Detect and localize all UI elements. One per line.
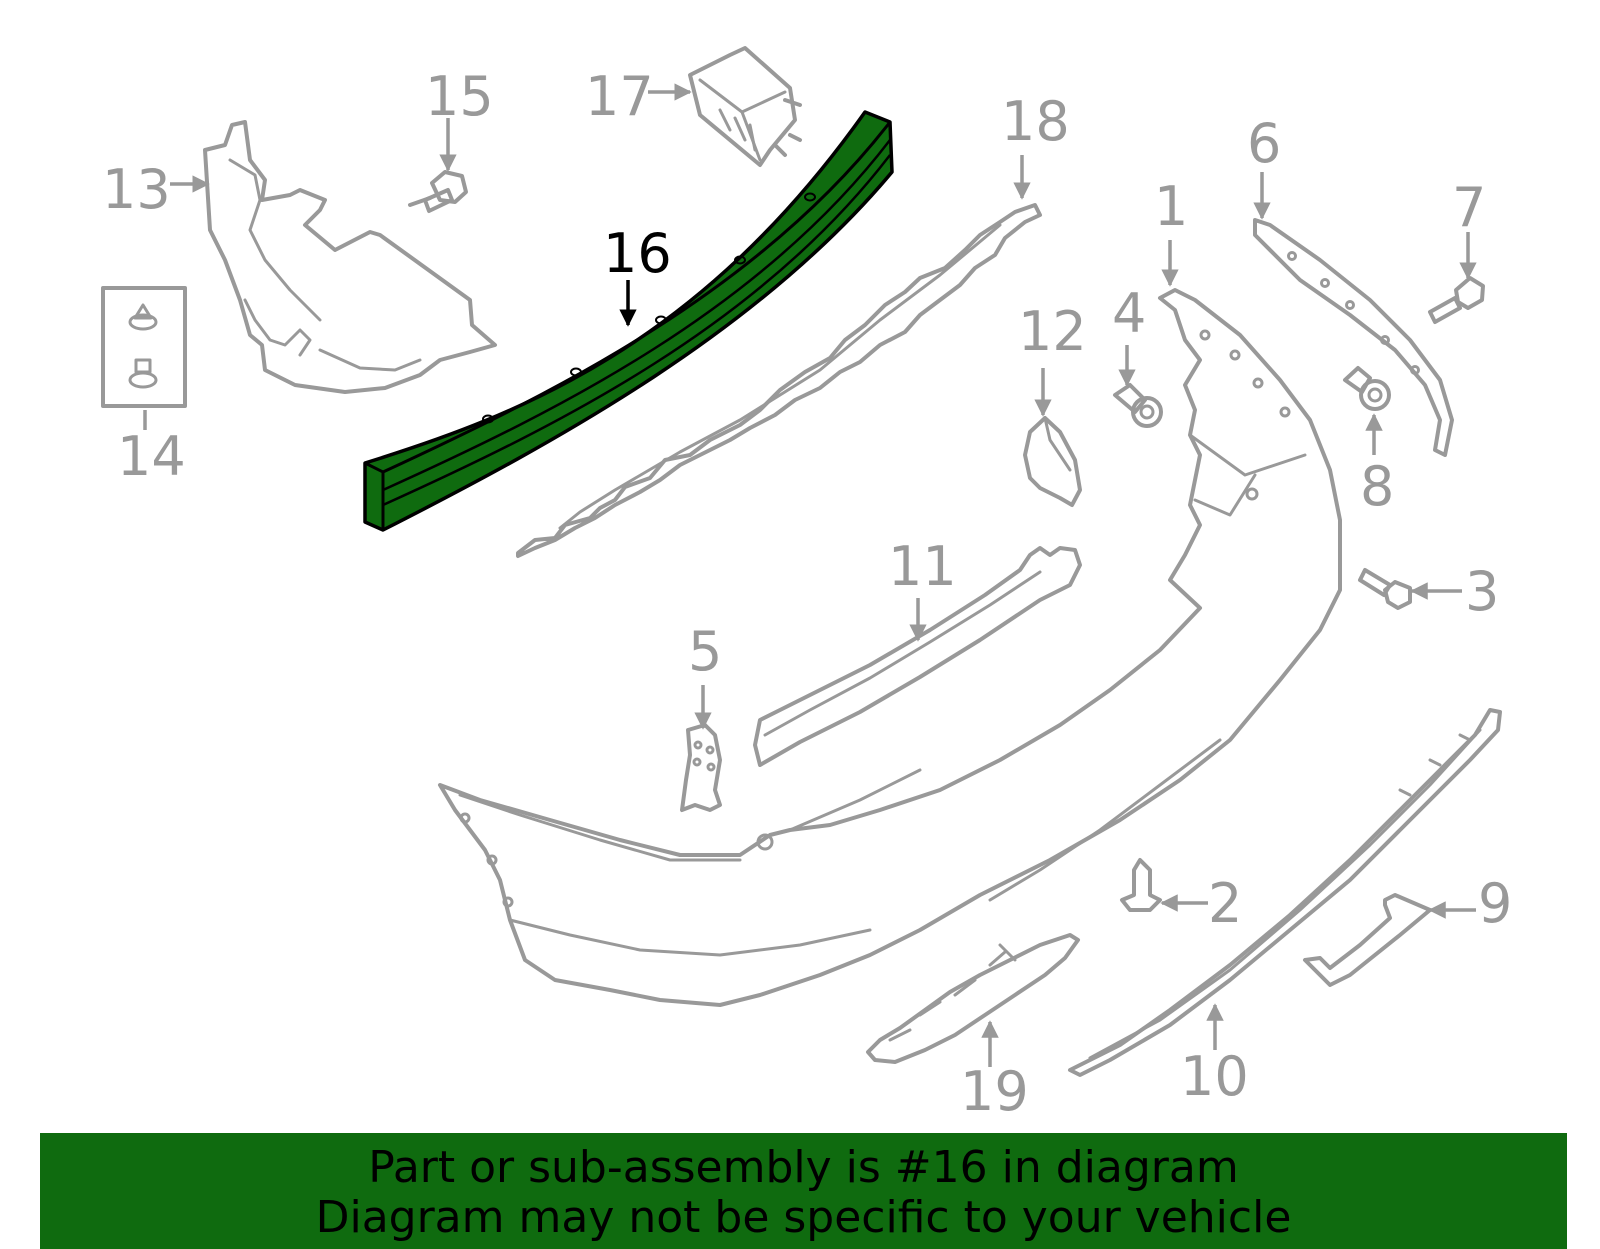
part-4-clip (1113, 383, 1163, 428)
callout-7: 7 (1452, 176, 1486, 239)
part-17-canister (688, 46, 802, 167)
callout-16: 16 (603, 222, 672, 285)
part-8-clip (1343, 366, 1391, 411)
callout-18: 18 (1001, 90, 1070, 153)
part-18-absorber (516, 203, 1042, 558)
notice-banner: Part or sub-assembly is #16 in diagram D… (40, 1133, 1567, 1249)
part-10-valance (1068, 708, 1502, 1077)
notice-line-part: Part or sub-assembly is #16 in diagram (368, 1142, 1239, 1193)
callout-2: 2 (1208, 872, 1242, 935)
callout-8: 8 (1360, 455, 1394, 518)
callout-5: 5 (688, 620, 722, 683)
part-11-trim-strip (753, 546, 1082, 767)
callout-4: 4 (1112, 282, 1146, 345)
part-13-splash-shield (203, 120, 497, 394)
callout-9: 9 (1478, 872, 1512, 935)
part-5-bracket (680, 723, 722, 812)
callout-13: 13 (102, 158, 171, 221)
part-19-reflector (866, 933, 1080, 1064)
part-14-clip-kit (101, 286, 187, 408)
callout-14: 14 (117, 425, 186, 488)
notice-line-disclaimer: Diagram may not be specific to your vehi… (315, 1192, 1292, 1243)
part-3-bolt (1358, 568, 1412, 610)
callout-19: 19 (960, 1060, 1029, 1123)
callout-10: 10 (1180, 1045, 1249, 1108)
callout-6: 6 (1247, 112, 1281, 175)
part-7-bolt (1428, 276, 1485, 324)
part-2-pin (1120, 858, 1162, 912)
callout-12: 12 (1018, 300, 1087, 363)
callout-1: 1 (1154, 175, 1188, 238)
part-15-bolt (408, 170, 468, 213)
part-12-bracket (1023, 416, 1082, 507)
callout-arrows (143, 83, 1477, 1067)
part-9-bracket (1303, 893, 1432, 987)
callout-3: 3 (1465, 560, 1499, 623)
part-16-reinforcement-beam (363, 110, 894, 532)
callout-labels: 13 15 17 16 18 1 6 7 4 12 8 3 11 5 2 9 1… (102, 65, 1512, 1123)
callout-11: 11 (888, 535, 957, 598)
callout-15: 15 (425, 65, 494, 128)
part-6-retainer (1253, 218, 1454, 457)
callout-17: 17 (585, 65, 654, 128)
part-1-bumper-cover (438, 288, 1342, 1007)
